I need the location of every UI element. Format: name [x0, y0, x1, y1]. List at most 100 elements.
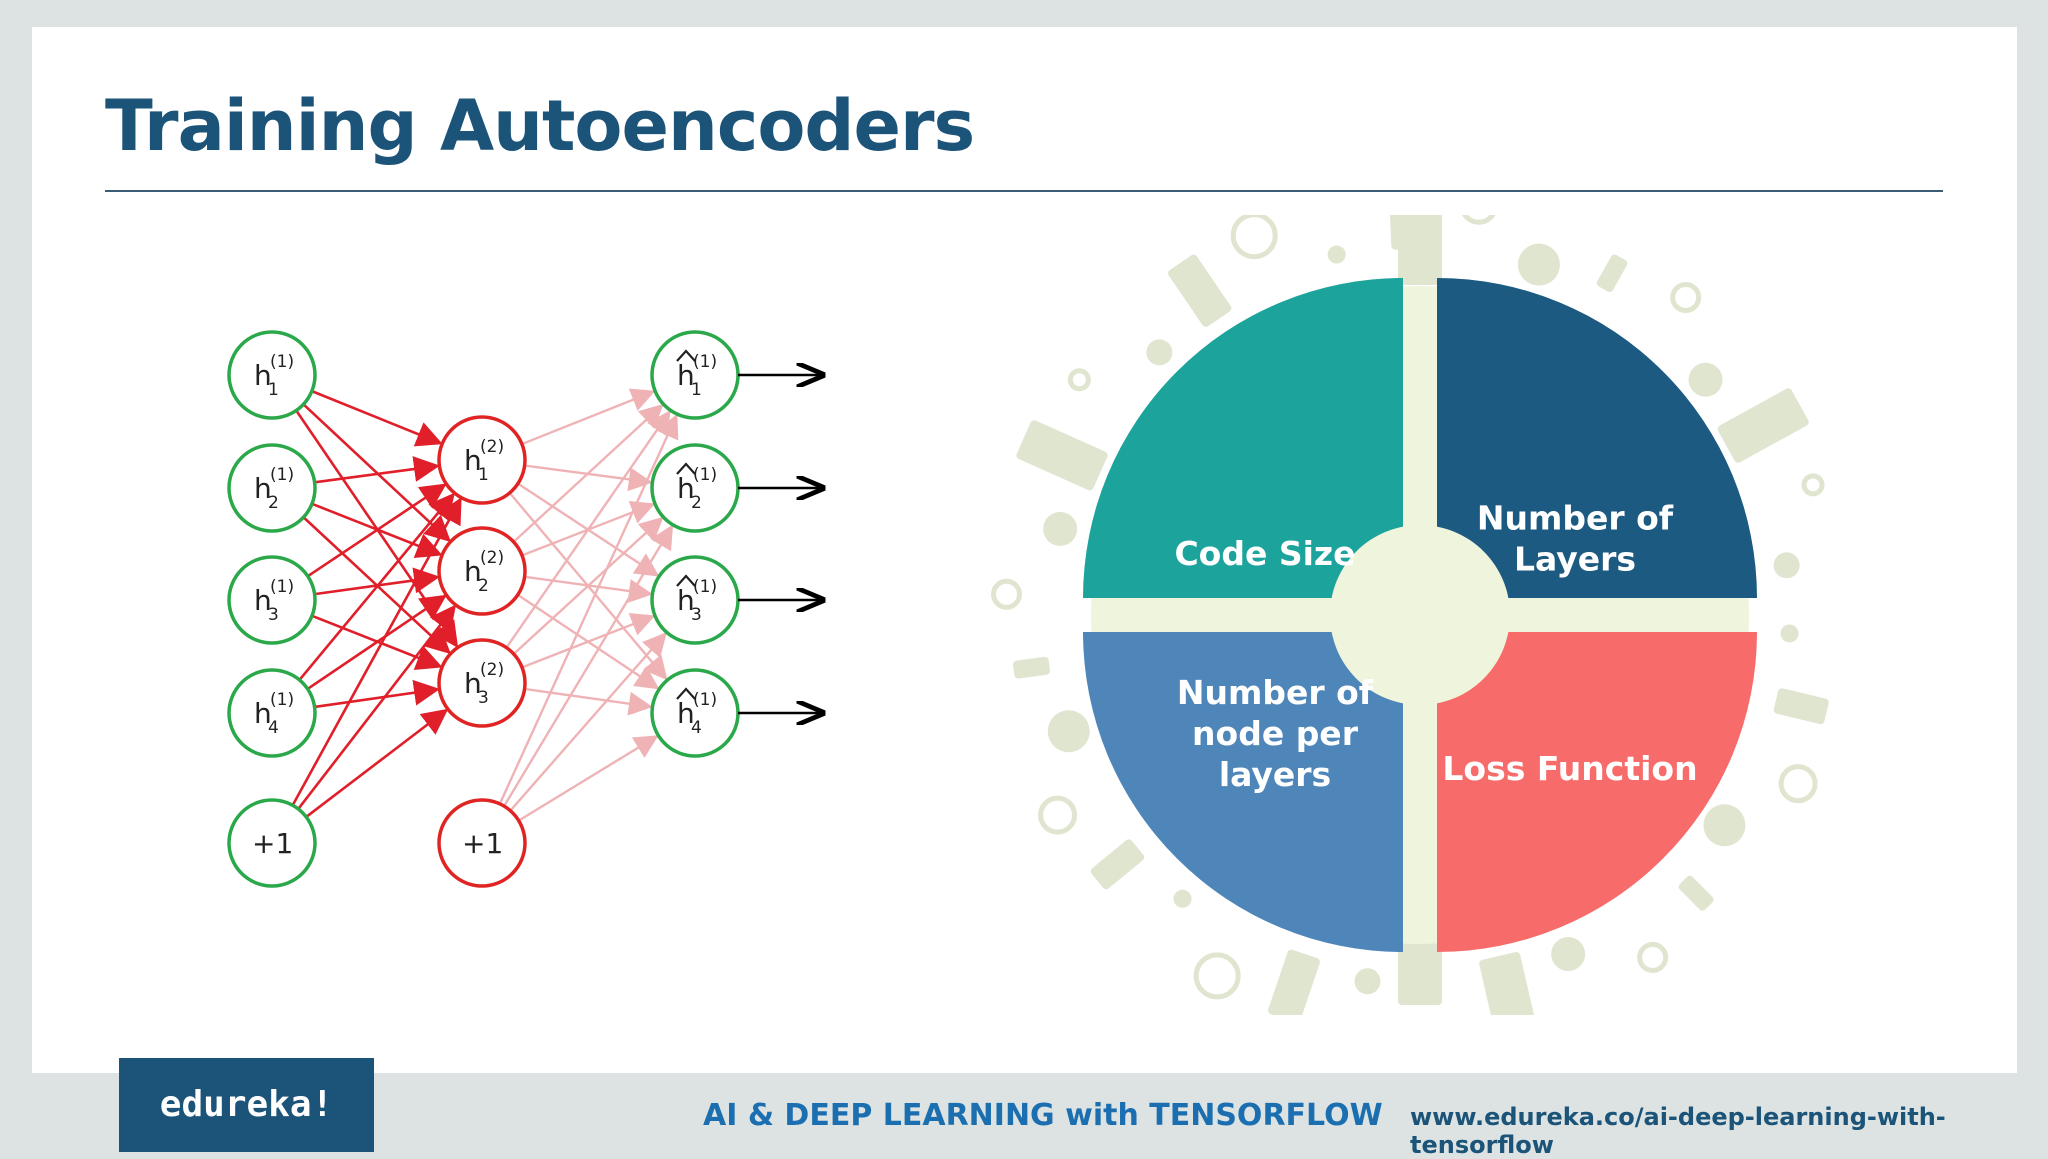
- decor-icon: [1596, 254, 1628, 292]
- decor-icon: [1398, 940, 1442, 1005]
- encoder-edge: [302, 403, 452, 543]
- encoder-edge: [314, 679, 441, 709]
- decor-icon: [1268, 949, 1320, 1015]
- decoder-edge: [509, 632, 667, 812]
- decoder-edge: [524, 687, 653, 716]
- node-superscript: (1): [693, 465, 717, 485]
- decor-icon: [1637, 941, 1669, 973]
- decoder-edge: [503, 524, 674, 807]
- hat-accent: [676, 349, 696, 362]
- node-superscript: (1): [693, 352, 717, 372]
- segment-number-of-node-per-layers: [1083, 632, 1403, 952]
- node-subscript: 4: [268, 718, 279, 738]
- segment-label-line: Loss Function: [1442, 749, 1697, 788]
- output-arrows: [738, 375, 823, 713]
- segment-label-line: Layers: [1514, 540, 1636, 579]
- node-label: h: [254, 584, 272, 617]
- decor-icon: [1047, 710, 1090, 753]
- decor-icon: [1354, 968, 1381, 995]
- node-label: h: [677, 697, 695, 730]
- decoder-edge: [505, 410, 671, 649]
- input-bias-node-label: +1: [252, 827, 293, 860]
- node-superscript: (1): [270, 690, 294, 710]
- segment-loss-function-label: Loss Function: [1442, 749, 1697, 788]
- node-label: h: [254, 359, 272, 392]
- decor-icon: [1551, 937, 1586, 972]
- encoder-edge: [314, 456, 440, 484]
- segment-label-line: layers: [1219, 755, 1331, 794]
- decor-icon: [1717, 388, 1809, 463]
- decor-icon: [1778, 764, 1818, 804]
- decor-icon: [1043, 511, 1078, 546]
- output-node: [650, 668, 740, 758]
- output-node: [650, 555, 740, 645]
- hidden-bias-node: [437, 798, 527, 888]
- output-node: [650, 330, 740, 420]
- segment-code-size: [1083, 278, 1403, 598]
- node-label: h: [464, 555, 482, 588]
- decor-icon: [1517, 243, 1560, 286]
- node-superscript: (2): [480, 437, 504, 457]
- decor-icon: [1193, 952, 1241, 1000]
- network-nodes: h(1)1h(1)2h(1)3h(1)4+1h(2)1h(2)2h(2)3+1h…: [227, 330, 740, 888]
- decor-icon: [1090, 839, 1145, 890]
- decoder-edge: [521, 612, 656, 669]
- node-subscript: 3: [478, 688, 489, 708]
- input-bias-node: [227, 798, 317, 888]
- decor-icon: [1173, 889, 1192, 908]
- node-subscript: 2: [478, 576, 489, 596]
- segment-label-line: Code Size: [1174, 534, 1355, 573]
- background-icon-ring: [991, 215, 1829, 1015]
- segment-code-size-label: Code Size: [1174, 534, 1355, 573]
- hidden-node: [437, 638, 527, 728]
- node-subscript: 1: [691, 380, 702, 400]
- decor-icon: [1038, 795, 1078, 835]
- decor-icon: [1230, 215, 1278, 260]
- decoder-edges: [498, 388, 679, 822]
- decor-icon: [1067, 368, 1091, 392]
- decor-icon: [1398, 215, 1442, 285]
- decor-icon: [1146, 339, 1173, 366]
- decor-icon: [1168, 254, 1232, 327]
- edureka-logo: edureka!: [119, 1058, 374, 1152]
- node-superscript: (1): [693, 577, 717, 597]
- decor-icon: [1013, 656, 1051, 679]
- segment-label-line: Number of: [1177, 673, 1374, 712]
- decor-icon: [1670, 282, 1702, 314]
- input-node: [227, 555, 317, 645]
- decor-icon: [1016, 420, 1108, 491]
- autoencoder-network-diagram: h(1)1h(1)2h(1)3h(1)4+1h(2)1h(2)2h(2)3+1h…: [227, 330, 850, 888]
- encoder-edges: [291, 389, 462, 818]
- node-label: h: [254, 697, 272, 730]
- footer-course-title: AI & DEEP LEARNING with TENSORFLOW: [703, 1098, 1383, 1133]
- decor-icon: [1678, 875, 1714, 911]
- footer-url[interactable]: www.edureka.co/ai-deep-learning-with-ten…: [1410, 1103, 1946, 1159]
- segment-label-line: node per: [1192, 714, 1359, 753]
- encoder-edge: [305, 708, 449, 818]
- segment-loss-function: [1437, 632, 1757, 952]
- decor-icon: [1780, 624, 1799, 643]
- node-superscript: (1): [693, 690, 717, 710]
- decor-icon: [1688, 362, 1723, 397]
- node-subscript: 3: [268, 605, 279, 625]
- encoder-edge: [297, 604, 457, 810]
- wheel-hub: [1330, 525, 1510, 705]
- input-node: [227, 668, 317, 758]
- node-label: h: [677, 584, 695, 617]
- decoder-edge: [512, 516, 664, 655]
- decor-icon: [991, 578, 1023, 610]
- node-label: h: [464, 444, 482, 477]
- node-subscript: 3: [691, 605, 702, 625]
- node-subscript: 1: [268, 380, 279, 400]
- node-label: h: [464, 667, 482, 700]
- node-subscript: 2: [691, 493, 702, 513]
- node-superscript: (1): [270, 352, 294, 372]
- decor-icon: [1461, 215, 1496, 225]
- decor-icon: [1801, 473, 1825, 497]
- title-divider: [105, 190, 1943, 192]
- node-label: h: [677, 359, 695, 392]
- node-label: h: [677, 472, 695, 505]
